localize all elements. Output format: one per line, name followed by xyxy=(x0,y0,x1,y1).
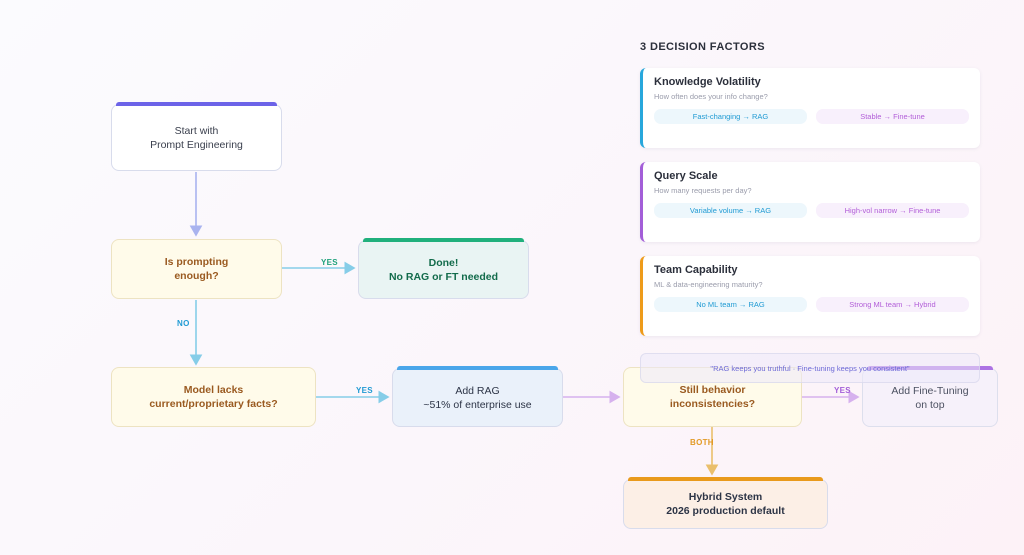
factor-card-title: Query Scale xyxy=(654,170,718,182)
factor-pill-hybrid: Strong ML team → Hybrid xyxy=(816,297,969,312)
factor-pill-rag: No ML team → RAG xyxy=(654,297,807,312)
yes-label-prompt: YES xyxy=(321,258,338,267)
rag-fine-tuning-quote: "RAG keeps you truthful · Fine-tuning ke… xyxy=(640,353,980,383)
factor-pill-rag: Fast-changing → RAG xyxy=(654,109,807,124)
factor-card-title: Team Capability xyxy=(654,264,738,276)
done-node: Done!No RAG or FT needed xyxy=(358,238,529,299)
add-rag-label: Add RAG~51% of enterprise use xyxy=(423,384,532,411)
factor-pill-rag: Variable volume → RAG xyxy=(654,203,807,218)
factor-card-query-scale: Query Scale How many requests per day? V… xyxy=(640,162,980,242)
factor-card-subtitle: ML & data-engineering maturity? xyxy=(654,280,763,289)
yes-label-behavior: YES xyxy=(834,386,851,395)
factor-card-subtitle: How many requests per day? xyxy=(654,186,752,195)
factor-card-title: Knowledge Volatility xyxy=(654,76,761,88)
factor-card-team-capability: Team Capability ML & data-engineering ma… xyxy=(640,256,980,336)
factor-card-subtitle: How often does your info change? xyxy=(654,92,768,101)
factor-pill-fine-tune: Stable → Fine-tune xyxy=(816,109,969,124)
factor-pill-fine-tune: High-vol narrow → Fine-tune xyxy=(816,203,969,218)
yes-label-facts: YES xyxy=(356,386,373,395)
factor-card-knowledge-volatility: Knowledge Volatility How often does your… xyxy=(640,68,980,148)
done-node-label: Done!No RAG or FT needed xyxy=(388,256,499,283)
both-label: BOTH xyxy=(690,438,714,447)
decision-factors-title: 3 DECISION FACTORS xyxy=(640,41,765,53)
no-label-prompt: NO xyxy=(177,319,190,328)
add-rag-node: Add RAG~51% of enterprise use xyxy=(392,366,563,427)
